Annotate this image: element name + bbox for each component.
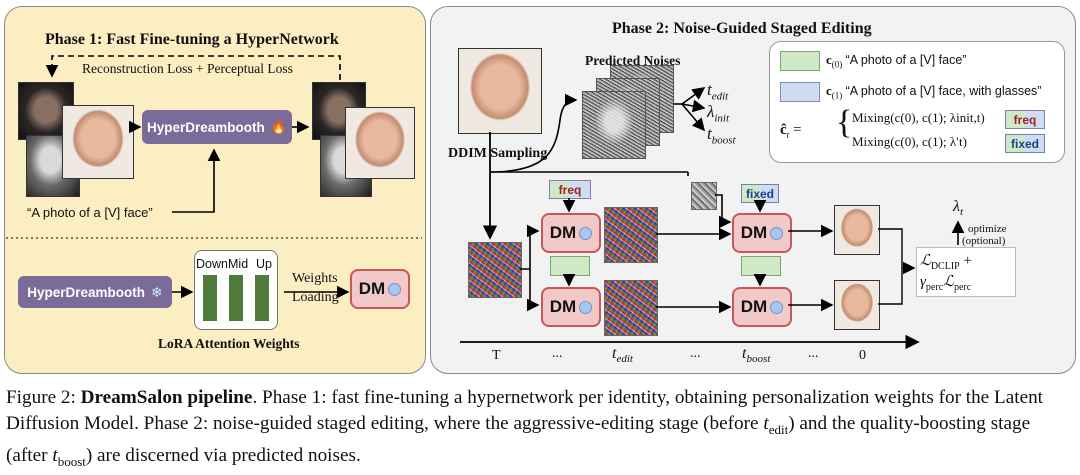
freq-tag-top: freq xyxy=(549,180,591,199)
phase1-prompt: “A photo of a [V] face” xyxy=(27,205,153,220)
lora-down: Down xyxy=(196,257,228,271)
snowflake-icon: ❄ xyxy=(151,283,163,300)
mixed-cond-lhs: ĉt = xyxy=(780,122,802,140)
timeline-dots-3: ... xyxy=(808,346,819,361)
input-photo-3 xyxy=(62,105,134,179)
dm-top-2: DM xyxy=(732,213,792,253)
loading-label: Loading xyxy=(292,290,339,305)
grey-noise-patch xyxy=(691,182,717,210)
timeline-t-edit: tedit xyxy=(612,345,633,366)
cond-c0-swatch xyxy=(780,51,820,71)
timeline-t-boost: tboost xyxy=(742,345,771,366)
dm-top-1: DM xyxy=(541,213,601,253)
predicted-noise-1 xyxy=(582,91,646,159)
cond-c1-swatch xyxy=(780,82,820,102)
ddim-label: DDIM Sampling xyxy=(448,146,548,161)
fixed-tag-top: fixed xyxy=(741,184,779,203)
cond-c0-bottom-2 xyxy=(741,256,781,276)
timeline-zero: 0 xyxy=(859,348,866,363)
hyperdreambooth-frozen: HyperDreambooth ❄ xyxy=(18,276,172,308)
dm-bottom-1: DM xyxy=(541,287,601,327)
dm-label: DM xyxy=(358,279,386,298)
timeline-dots-2: ... xyxy=(690,346,701,361)
initial-noise-latent xyxy=(468,242,522,298)
timeline-T: T xyxy=(492,348,501,363)
optimize-label: optimize xyxy=(968,223,1007,235)
output-face-plain xyxy=(834,280,880,330)
loss-dclip: ℒDCLIP + xyxy=(920,253,972,272)
edited-noise-bottom xyxy=(604,280,658,336)
figure-caption: Figure 2: DreamSalon pipeline. Phase 1: … xyxy=(6,387,1044,469)
cond-c0-bottom-1 xyxy=(550,256,590,276)
hyperdreambooth-label: HyperDreambooth xyxy=(147,119,265,135)
gear-icon xyxy=(579,300,593,314)
out-t-edit: tedit xyxy=(707,80,729,103)
fixed-tag-legend: fixed xyxy=(1005,134,1045,153)
freq-tag-legend: freq xyxy=(1005,110,1045,129)
gear-icon xyxy=(579,226,593,240)
hyperdreambooth-trainable: HyperDreambooth 🔥 xyxy=(142,110,292,144)
lora-mid: Mid xyxy=(228,257,249,271)
mixing-eq-1: Mixing(c(0), c(1); λinit,t) xyxy=(852,110,985,125)
fire-icon: 🔥 xyxy=(270,119,287,134)
predicted-noises-title: Predicted Noises xyxy=(585,53,681,68)
loss-label: Reconstruction Loss + Perceptual Loss xyxy=(82,61,293,76)
out-t-boost: tboost xyxy=(707,124,736,147)
lora-caption: LoRA Attention Weights xyxy=(158,336,300,351)
lambda-t: λt xyxy=(953,198,963,219)
phase1-title: Phase 1: Fast Fine-tuning a HyperNetwork xyxy=(45,31,339,48)
gear-icon xyxy=(770,300,784,314)
cond-c1-text: c(1) “A photo of a [V] face, with glasse… xyxy=(826,83,1042,101)
lora-bar-up xyxy=(255,275,269,321)
gear-icon xyxy=(388,282,402,296)
timeline-dots-1: ... xyxy=(552,346,563,361)
optional-label: (optional) xyxy=(962,235,1006,247)
edited-noise-top xyxy=(604,207,658,263)
dm-phase1: DM xyxy=(350,269,410,309)
hyperdreambooth-label-2: HyperDreambooth xyxy=(27,284,146,300)
gear-icon xyxy=(770,226,784,240)
output-face-glasses xyxy=(834,205,880,255)
phase2-title: Phase 2: Noise-Guided Staged Editing xyxy=(612,20,872,37)
out-lambda-init: λinit xyxy=(707,102,730,125)
loss-box xyxy=(916,247,1016,297)
lora-bar-mid xyxy=(229,275,243,321)
lora-bar-down xyxy=(203,275,217,321)
weights-label: Weights xyxy=(292,271,338,286)
cond-c0-text: c(0) “A photo of a [V] face” xyxy=(826,52,967,70)
brace: { xyxy=(836,104,853,141)
lora-up: Up xyxy=(256,257,272,271)
mixing-eq-2: Mixing(c(0), c(1); λ′t) xyxy=(852,134,967,149)
loss-perc: γpercℒperc xyxy=(920,274,972,293)
source-photo xyxy=(458,48,542,134)
output-photo-3 xyxy=(345,107,415,179)
dm-bottom-2: DM xyxy=(732,287,792,327)
